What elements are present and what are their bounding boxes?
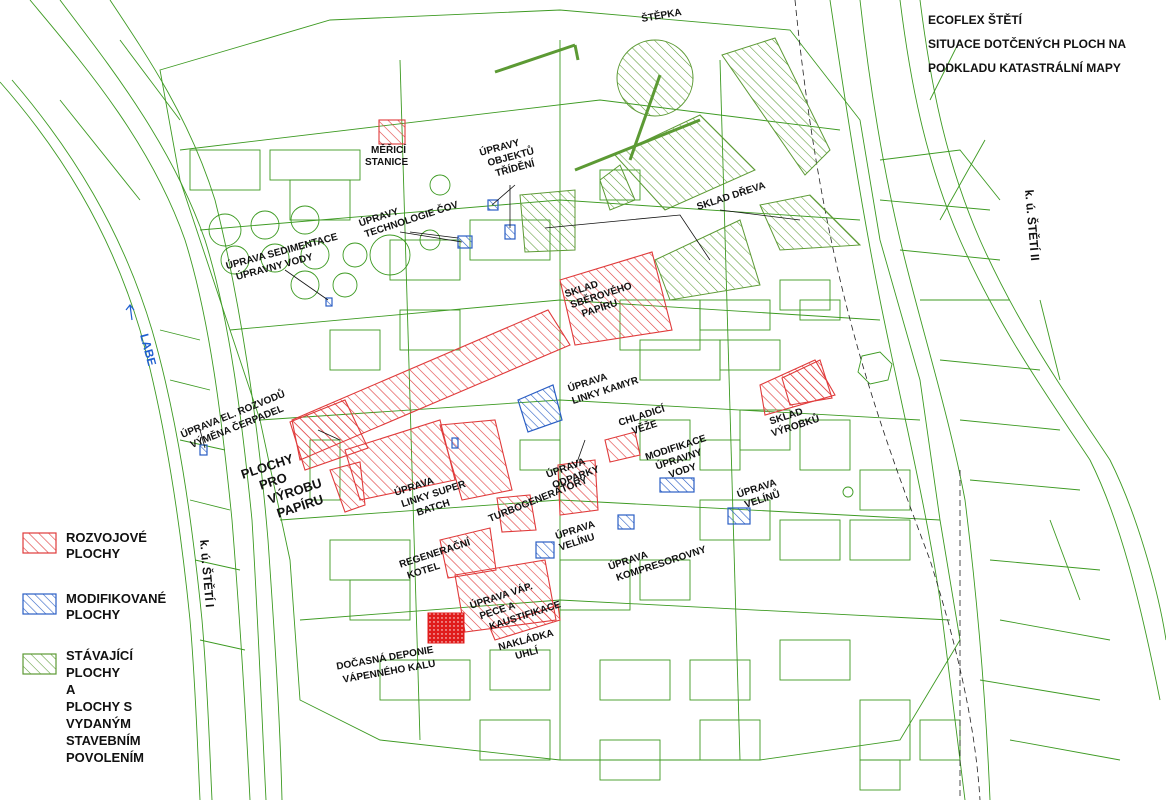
legend-existing-4: PLOCHY S [66, 699, 133, 714]
wood-yard-east [721, 37, 831, 176]
map-legend: ROZVOJOVÉ PLOCHY MODIFIKOVANÉ PLOCHY STÁ… [22, 530, 166, 765]
linka-kamyr-area [517, 384, 563, 433]
legend-existing-2: PLOCHY [66, 665, 121, 680]
legend-existing-1: STÁVAJÍCÍ [66, 648, 133, 663]
legend-existing-7: POVOLENÍM [66, 750, 144, 765]
modified-areas [199, 199, 751, 559]
legend-existing-swatch [22, 653, 57, 675]
stepka-pile [616, 39, 694, 117]
label-merici-1: MĚŘICÍ [371, 143, 406, 156]
map-title: ECOFLEX ŠTĚTÍ SITUACE DOTČENÝCH PLOCH NA… [928, 12, 1126, 75]
turbogenerator-small [496, 494, 537, 533]
sklad-vyrobku-east [781, 359, 833, 406]
wood-yard-arc [759, 194, 862, 251]
deponie-kalu-area [427, 612, 465, 644]
river-label: LABE [137, 332, 159, 367]
legend-existing-3: A [66, 682, 76, 697]
chladici-veze-area [604, 431, 641, 463]
label-merici-2: STANICE [365, 157, 408, 168]
development-areas [289, 119, 836, 641]
river-flow-arrow-icon [125, 304, 135, 321]
merici-stanice-area [378, 119, 406, 145]
veliny-area-east [727, 507, 751, 525]
sedimentace-area [325, 297, 333, 307]
cadastral-west-label: k. ú. ŠTĚTÍ I [197, 539, 218, 608]
legend-development-swatch [22, 532, 57, 554]
title-line-2: SITUACE DOTČENÝCH PLOCH NA [928, 36, 1126, 51]
rozvodu-area [199, 444, 208, 456]
title-line-3: PODKLADU KATASTRÁLNÍ MAPY [928, 60, 1121, 75]
wood-yard-south [654, 219, 761, 301]
upravny-vody-area [659, 477, 695, 493]
velinu-area-west [535, 541, 555, 559]
cov-area [457, 235, 473, 249]
sklad-sberoveho-papiru-area [559, 251, 673, 346]
small-yard [599, 164, 636, 211]
kompresorovny-area [617, 514, 635, 530]
odparky-area [557, 459, 599, 516]
trideni-small-a [487, 199, 499, 211]
super-batch-mod [451, 437, 459, 449]
legend-modified-2: PLOCHY [66, 607, 121, 622]
legend-existing-6: STAVEBNÍM [66, 733, 141, 748]
title-line-1: ECOFLEX ŠTĚTÍ [928, 12, 1023, 27]
nakladka-uhli-area [489, 604, 561, 641]
label-stepka: ŠTĚPKA [640, 5, 682, 25]
super-batch-area [344, 419, 456, 501]
legend-modified-1: MODIFIKOVANÉ [66, 591, 166, 606]
legend-development-2: PLOCHY [66, 546, 121, 561]
existing-areas [494, 37, 862, 301]
legend-development-1: ROZVOJOVÉ [66, 530, 147, 545]
cadastral-east-label: k. ú. ŠTĚTÍ II [1022, 189, 1043, 261]
leader-lines [199, 184, 801, 469]
legend-modified-swatch [22, 593, 57, 615]
sorting-area [519, 189, 576, 253]
legend-existing-5: VYDANÝM [66, 716, 131, 731]
